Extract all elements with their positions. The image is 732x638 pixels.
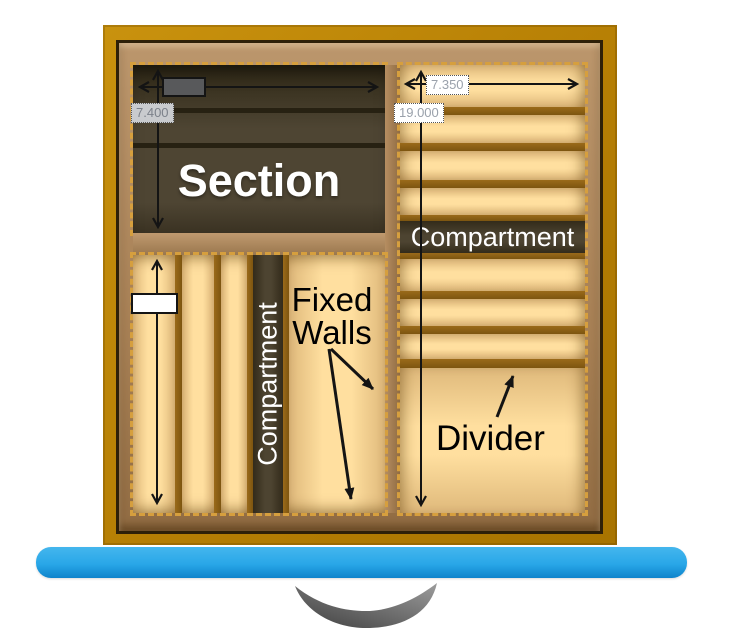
- section-groove: [133, 108, 385, 113]
- compartment-slot: [400, 334, 585, 359]
- fixed-wall: [283, 255, 289, 513]
- fixed-wall: [214, 255, 221, 513]
- divider-label: Divider: [436, 419, 545, 458]
- right-area: Compartment: [397, 62, 588, 516]
- section-groove: [133, 143, 385, 148]
- section-label: Section: [177, 155, 341, 206]
- section-area: Section: [130, 62, 388, 236]
- crescent-shadow: [295, 583, 437, 628]
- base-bar: [36, 547, 687, 578]
- compartment-slot: [400, 151, 585, 180]
- dim-field-section-width[interactable]: [162, 77, 206, 97]
- dim-field-section-height[interactable]: 7.400: [131, 103, 174, 123]
- compartment-slot: [400, 188, 585, 215]
- compartment-slot: [400, 299, 585, 326]
- divider-bar: [400, 107, 585, 115]
- right-compartment-bar: Compartment: [400, 221, 585, 253]
- center-rail: [385, 65, 400, 513]
- dim-field-right-height[interactable]: 19.000: [394, 103, 444, 123]
- left-compartment-bar: Compartment: [253, 255, 283, 513]
- fixed-walls-label: Fixed Walls: [282, 283, 382, 349]
- compartment-slot: [400, 368, 585, 513]
- left-compartment-label: Compartment: [252, 302, 283, 466]
- divider-bar: [400, 215, 585, 221]
- dim-field-left-column-height[interactable]: [131, 293, 178, 314]
- fixed-wall: [247, 255, 253, 513]
- fixed-walls-line1: Fixed: [291, 281, 373, 318]
- compartment-slot: [221, 255, 247, 513]
- divider-bar: [400, 291, 585, 299]
- compartment-slot: [400, 259, 585, 291]
- divider-bar: [400, 180, 585, 188]
- right-compartment-label: Compartment: [410, 221, 575, 252]
- fixed-wall: [175, 255, 182, 513]
- dim-field-right-width[interactable]: 7.350: [426, 75, 469, 95]
- divider-bar: [400, 143, 585, 151]
- divider-bar: [400, 326, 585, 334]
- section-mid-rail: [133, 233, 385, 255]
- compartment-slot: [182, 255, 214, 513]
- fixed-walls-line2: Walls: [292, 314, 372, 351]
- divider-bar: [400, 253, 585, 259]
- divider-bar: [400, 359, 585, 368]
